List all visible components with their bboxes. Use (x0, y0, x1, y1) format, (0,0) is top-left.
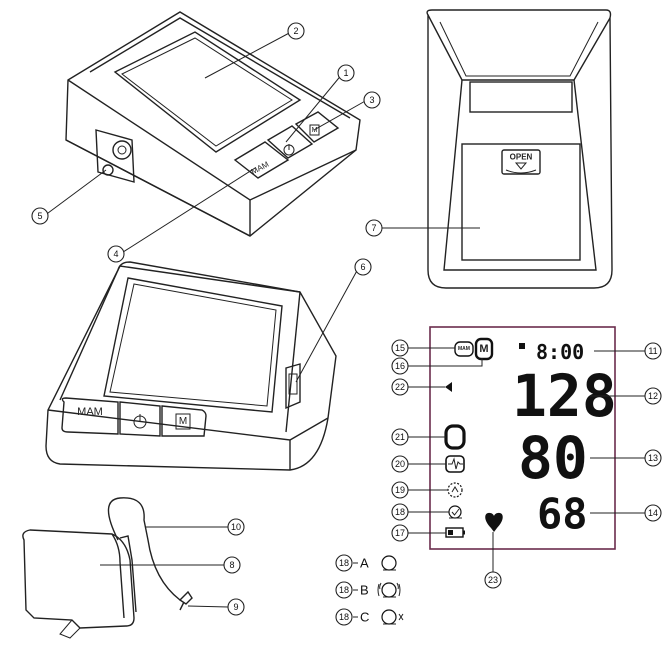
callout-7 (365, 219, 383, 237)
battery-window (469, 81, 573, 113)
callout-label-22: 22 (395, 382, 405, 392)
callout-label-20: 20 (395, 459, 405, 469)
callout-label-1: 1 (343, 68, 348, 78)
callout-6 (354, 258, 372, 276)
legend-18: 18 A 18 B 18 C (335, 554, 404, 626)
callout-18 (391, 503, 409, 521)
callout-label-14: 14 (648, 508, 658, 518)
callout-label-8: 8 (229, 560, 234, 570)
time-readout: 8:00 (536, 340, 584, 364)
callout-label-19: 19 (395, 485, 405, 495)
callout-10 (227, 518, 245, 536)
tube-connector (178, 590, 193, 605)
legend-18-b: 18 B (335, 581, 401, 599)
callout-label-4: 4 (113, 249, 118, 259)
svg-text:18: 18 (339, 585, 349, 595)
callout-label-7: 7 (371, 223, 376, 233)
callout-15 (391, 339, 409, 357)
callout-label-2: 2 (293, 26, 298, 36)
callout-23 (484, 571, 502, 589)
cuff-ok-icon (381, 555, 397, 571)
svg-text:M: M (479, 343, 488, 355)
cuff (22, 497, 193, 639)
callout-19 (391, 481, 409, 499)
front-memory-button (161, 405, 207, 437)
svg-text:18: 18 (339, 612, 349, 622)
callout-label-18: 18 (395, 507, 405, 517)
monitor-front-view: MAM M (45, 261, 337, 471)
svg-text:A: A (360, 556, 369, 571)
callout-14 (644, 504, 662, 522)
callout-12 (644, 387, 662, 405)
triangle-indicator-icon (445, 382, 452, 392)
callout-label-3: 3 (369, 95, 374, 105)
svg-text:C: C (360, 610, 369, 625)
callout-label-16: 16 (395, 361, 405, 371)
callout-21 (391, 428, 409, 446)
callout-label-17: 17 (395, 528, 405, 538)
lcd-display: 8:00 128 80 68 MAM M (429, 326, 617, 550)
svg-text:MAM: MAM (458, 346, 470, 352)
front-power-button (119, 401, 161, 437)
callout-22 (391, 378, 409, 396)
legend-18-a: 18 A (335, 554, 397, 572)
callout-label-12: 12 (648, 391, 658, 401)
callout-9 (227, 598, 245, 616)
callout-5 (31, 207, 49, 225)
callout-label-15: 15 (395, 343, 405, 353)
cuff-loose-icon (381, 582, 397, 598)
svg-text:MAM: MAM (77, 406, 103, 418)
memory-indicator-icon (474, 337, 494, 361)
callout-8 (223, 556, 241, 574)
memory-button (294, 111, 340, 143)
callout-label-10: 10 (231, 522, 241, 532)
diastolic-readout: 80 (518, 424, 588, 492)
monitor-top-view: MAM M (65, 11, 361, 237)
callout-16 (391, 357, 409, 375)
leader-lines (43, 30, 646, 608)
lcd-screen (113, 31, 302, 153)
power-button (266, 125, 314, 159)
callout-2 (287, 22, 305, 40)
callout-label-9: 9 (233, 602, 238, 612)
front-lcd-screen (103, 277, 283, 413)
usb-port (285, 363, 301, 410)
callout-label-6: 6 (360, 262, 365, 272)
svg-text:B: B (360, 583, 369, 598)
pulse-readout: 68 (537, 490, 588, 539)
svg-text:MAM: MAM (250, 159, 271, 176)
open-latch (501, 149, 541, 175)
callout-4 (107, 245, 125, 263)
callout-label-11: 11 (648, 346, 657, 356)
air-tube (107, 497, 181, 601)
callout-label-5: 5 (37, 211, 42, 221)
callout-label-23: 23 (488, 575, 498, 585)
svg-text:OPEN: OPEN (510, 153, 533, 162)
callout-label-21: 21 (395, 432, 405, 442)
callout-1 (337, 64, 355, 82)
callout-13 (644, 449, 662, 467)
mam-indicator-icon (454, 341, 474, 357)
mam-button (233, 141, 290, 179)
front-mam-button (61, 397, 119, 435)
svg-text:M: M (179, 416, 187, 427)
svg-text:18: 18 (339, 558, 349, 568)
cuff-port (95, 129, 135, 183)
callout-17 (391, 524, 409, 542)
battery-cover (461, 143, 581, 261)
heart-icon (485, 512, 503, 532)
cuff-error-icon (381, 609, 397, 625)
callout-label-13: 13 (648, 453, 658, 463)
svg-text:M: M (312, 127, 318, 134)
callout-20 (391, 455, 409, 473)
callout-3 (363, 91, 381, 109)
monitor-bottom-view: OPEN (426, 9, 613, 289)
callout-11 (644, 342, 662, 360)
legend-18-c: 18 C (335, 608, 404, 626)
